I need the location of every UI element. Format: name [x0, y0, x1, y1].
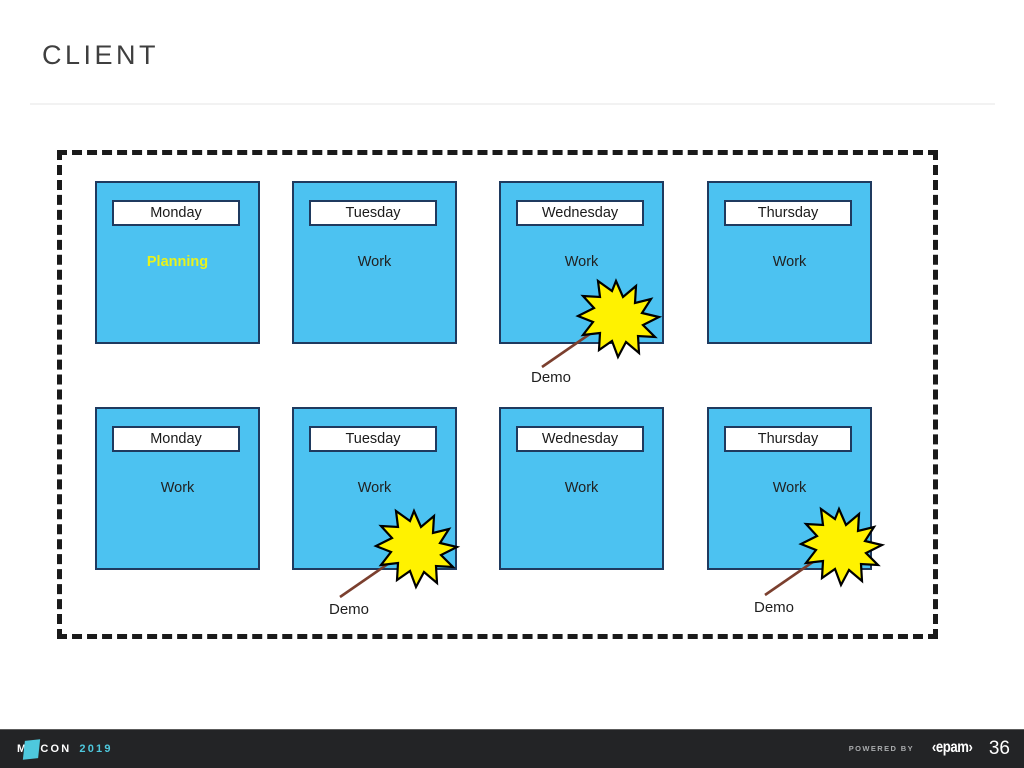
day-card-label: Monday [112, 200, 240, 226]
day-card-label: Wednesday [516, 200, 644, 226]
day-card-activity: Work [772, 480, 807, 496]
mitcon-brand-suffix: CON [40, 742, 72, 755]
day-card-label: Monday [112, 426, 240, 452]
day-card-activity: Work [357, 480, 392, 496]
day-card-tuesday-week1[interactable]: Tuesday Work [292, 181, 457, 344]
powered-by-label: POWERED BY [848, 744, 914, 753]
sprint-boundary-box [57, 150, 938, 639]
mitcon-brand-prefix: M [17, 742, 29, 755]
day-card-wednesday-week1[interactable]: Wednesday Work [499, 181, 664, 344]
mitcon-brand-year: 2019 [79, 742, 113, 755]
day-card-monday-week2[interactable]: Monday Work [95, 407, 260, 570]
day-card-label: Wednesday [516, 426, 644, 452]
day-card-activity: Planning [146, 254, 209, 270]
title-divider [30, 103, 995, 105]
slide-footer: M CON 2019 POWERED BY ‹epam› 36 [0, 729, 1024, 768]
demo-callout-label: Demo [329, 601, 370, 618]
epam-logo: ‹epam› [931, 739, 972, 756]
page-title: CLIENT [42, 40, 160, 70]
day-card-activity: Work [772, 254, 807, 270]
day-card-activity: Work [357, 254, 392, 270]
page-number: 36 [988, 738, 1010, 759]
day-card-monday-week1[interactable]: Monday Planning [95, 181, 260, 344]
demo-callout-label: Demo [754, 599, 795, 616]
day-card-activity: Work [564, 254, 599, 270]
day-card-wednesday-week2[interactable]: Wednesday Work [499, 407, 664, 570]
day-card-thursday-week2[interactable]: Thursday Work [707, 407, 872, 570]
day-card-label: Thursday [724, 200, 852, 226]
day-card-label: Tuesday [309, 426, 437, 452]
mitcon-mark-icon [23, 738, 41, 760]
day-card-activity: Work [160, 480, 195, 496]
day-card-thursday-week1[interactable]: Thursday Work [707, 181, 872, 344]
day-card-label: Thursday [724, 426, 852, 452]
day-card-label: Tuesday [309, 200, 437, 226]
demo-callout-label: Demo [531, 369, 572, 386]
day-card-activity: Work [564, 480, 599, 496]
day-card-tuesday-week2[interactable]: Tuesday Work [292, 407, 457, 570]
mitcon-logo: M CON 2019 [17, 738, 113, 760]
